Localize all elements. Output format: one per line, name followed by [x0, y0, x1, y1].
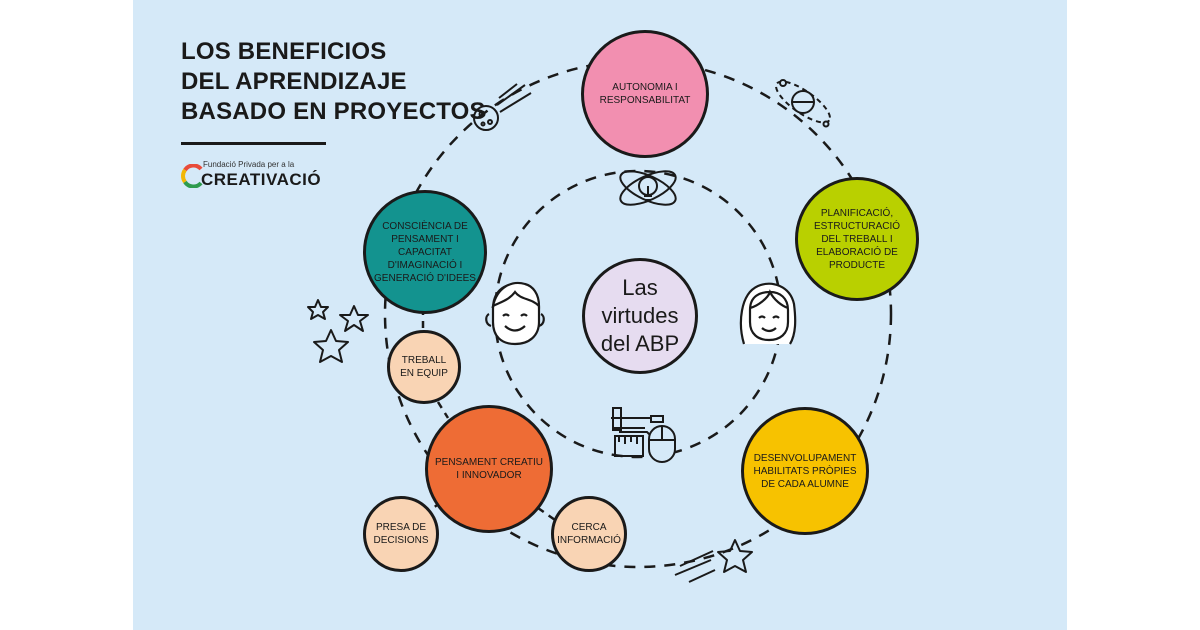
node-autonomia: AUTONOMIA I RESPONSABILITAT — [581, 30, 709, 158]
connector — [537, 506, 556, 522]
center-label-line1: Las virtudes — [601, 275, 679, 328]
logo-mark-icon — [181, 164, 203, 188]
page-title: LOS BENEFICIOS DEL APRENDIZAJE BASADO EN… — [181, 37, 511, 127]
connector — [436, 401, 450, 419]
node-consciencia: CONSCIÈNCIA DE PENSAMENT I CAPACITAT D'I… — [363, 190, 487, 314]
node-label: PLANIFICACIÓ, ESTRUCTURACIÓ DEL TREBALL … — [813, 207, 901, 271]
logo-subtitle: Fundació Privada per a la — [203, 160, 295, 169]
node-label: PRESA DE DECISIONS — [373, 522, 429, 546]
node-planificacio: PLANIFICACIÓ, ESTRUCTURACIÓ DEL TREBALL … — [795, 177, 919, 301]
infographic-panel: LOS BENEFICIOS DEL APRENDIZAJE BASADO EN… — [133, 0, 1067, 630]
comet-icon — [473, 83, 532, 131]
node-label: PENSAMENT CREATIU I INNOVADOR — [435, 457, 543, 481]
center-node: Las virtudes del ABP — [582, 258, 698, 374]
idea-atom-icon — [619, 170, 677, 206]
node-label: CERCA INFORMACIÓ — [557, 522, 621, 546]
node-label: CONSCIÈNCIA DE PENSAMENT I CAPACITAT D'I… — [374, 220, 476, 284]
node-label: TREBALL EN EQUIP — [400, 355, 448, 379]
boy-face-icon — [485, 281, 545, 346]
shooting-star-icon — [674, 539, 753, 583]
node-pensament: PENSAMENT CREATIU I INNOVADOR — [425, 405, 553, 533]
tools-mouse-icon — [611, 407, 676, 463]
title-line: LOS BENEFICIOS — [181, 38, 387, 65]
node-treball: TREBALL EN EQUIP — [387, 330, 461, 404]
title-line: DEL APRENDIZAJE — [181, 68, 407, 95]
outer-ring — [383, 59, 893, 569]
logo: Fundació Privada per a la CREATIVACIÓ — [181, 158, 331, 192]
logo-wordmark: CREATIVACIÓ — [201, 170, 322, 189]
node-label: AUTONOMIA I RESPONSABILITAT — [599, 82, 691, 106]
node-cerca: CERCA INFORMACIÓ — [551, 496, 627, 572]
center-label: Las virtudes del ABP — [585, 274, 695, 358]
stars-icon — [307, 299, 369, 363]
title-underline — [181, 142, 326, 145]
node-label: DESENVOLUPAMENT HABILITATS PRÒPIES DE CA… — [753, 452, 857, 490]
diagram-lines — [307, 59, 893, 583]
center-label-line2: del ABP — [600, 331, 680, 356]
node-presa: PRESA DE DECISIONS — [363, 496, 439, 572]
title-line: BASADO EN PROYECTOS — [181, 98, 486, 125]
node-desenvolupament: DESENVOLUPAMENT HABILITATS PRÒPIES DE CA… — [741, 407, 869, 535]
girl-face-icon — [739, 282, 797, 345]
